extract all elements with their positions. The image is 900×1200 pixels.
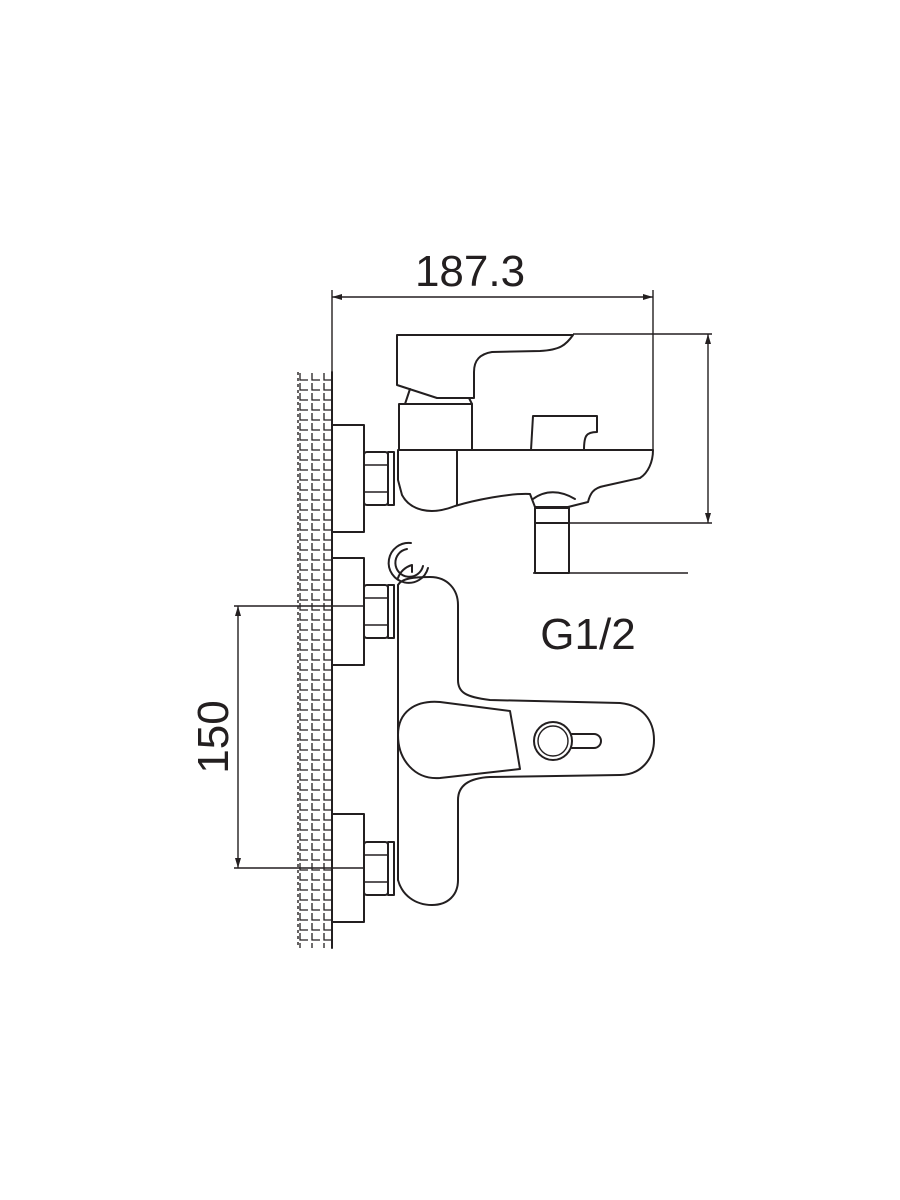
width-dimension-label: 187.3 [415, 247, 525, 296]
wall-connectors [331, 424, 395, 923]
spout-body [396, 334, 654, 574]
width-dimension: 187.3 [331, 247, 654, 450]
thread-size-label: G1/2 [540, 610, 635, 659]
inlet-spacing-label: 150 [189, 700, 238, 773]
hose-hook [387, 541, 429, 584]
inlet-spacing-dimension: 150 [189, 605, 364, 869]
wall-section [297, 371, 333, 949]
height-dimension [533, 333, 712, 574]
mixer-body [397, 576, 655, 906]
